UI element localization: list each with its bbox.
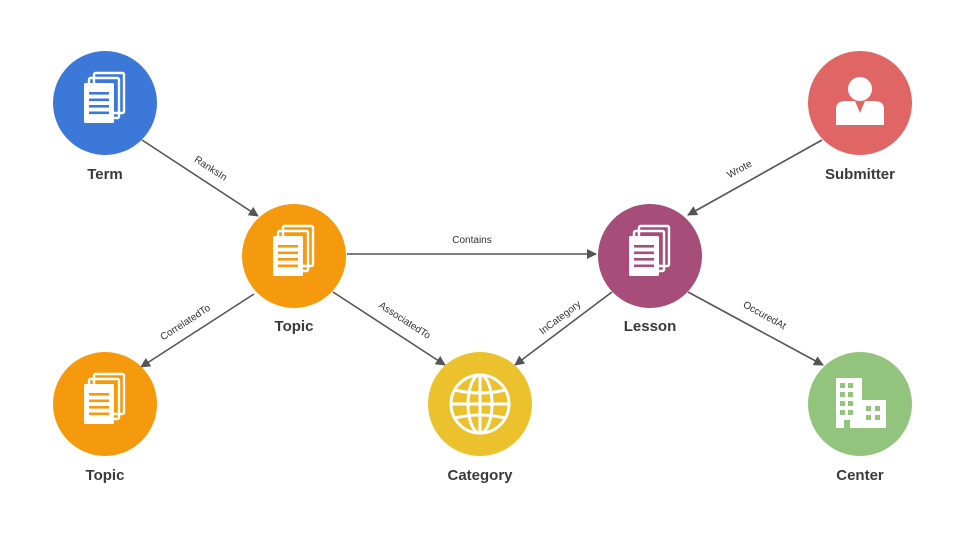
node-submitter-label: Submitter (825, 166, 895, 183)
node-submitter[interactable]: Submitter (808, 51, 912, 183)
edge-label-contains: Contains (452, 235, 491, 246)
edge-label-wrote: Wrote (726, 158, 755, 181)
edge-in-category: InCategory (514, 291, 613, 366)
edge-occured-at: OccuredAt (687, 291, 824, 366)
node-topic-secondary-label: Topic (86, 467, 125, 484)
node-topic-main[interactable]: Topic (242, 204, 346, 335)
edge-ranks-in: RanksIn (141, 139, 259, 217)
node-category[interactable]: Category (428, 352, 532, 484)
node-center-label: Center (836, 467, 884, 484)
edge-associated-to: AssociatedTo (332, 291, 446, 366)
node-term[interactable]: Term (53, 51, 157, 183)
edge-correlated-to: CorrelatedTo (140, 293, 255, 368)
node-term-label: Term (87, 166, 123, 183)
node-topic-secondary[interactable]: Topic (53, 352, 157, 484)
edge-label-occured-at: OccuredAt (741, 300, 788, 333)
node-lesson[interactable]: Lesson (598, 204, 702, 335)
edge-wrote: Wrote (687, 139, 823, 216)
node-category-label: Category (447, 467, 513, 484)
edge-contains: Contains (347, 235, 597, 259)
node-topic-main-label: Topic (275, 318, 314, 335)
edge-label-associated-to: AssociatedTo (376, 300, 432, 342)
node-lesson-label: Lesson (624, 318, 677, 335)
edge-label-correlated-to: CorrelatedTo (159, 302, 213, 343)
edge-label-ranks-in: RanksIn (192, 154, 229, 183)
node-center[interactable]: Center (808, 352, 912, 484)
globe-icon (449, 373, 511, 435)
